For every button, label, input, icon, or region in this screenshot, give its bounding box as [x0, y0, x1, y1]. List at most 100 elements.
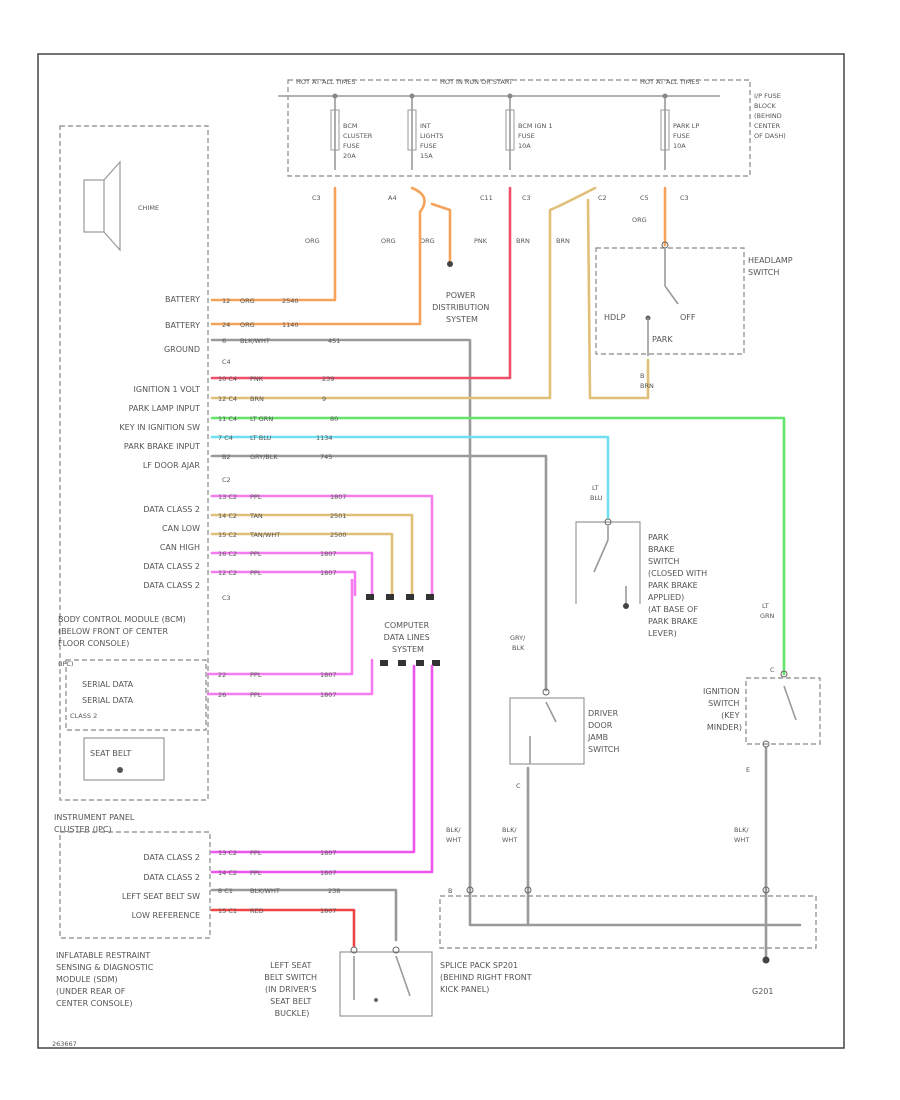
svg-text:14 C2: 14 C2: [218, 869, 237, 877]
wire-color-wht: WHT: [446, 836, 461, 844]
splice-connector: [416, 660, 424, 666]
svg-text:DATA CLASS 2: DATA CLASS 2: [143, 853, 200, 862]
off-label: OFF: [680, 313, 696, 322]
wire-color-blu: BLU: [590, 494, 603, 502]
svg-text:C: C: [516, 782, 521, 790]
headlamp-pin-b: B: [640, 372, 644, 380]
splice-connector: [398, 660, 406, 666]
wire-battery-1: [210, 186, 337, 302]
switch-blade: [395, 955, 411, 997]
indicator-lamp-icon: [117, 767, 123, 773]
svg-text:2501: 2501: [330, 512, 347, 520]
fuse-block-title: I/P FUSE BLOCK (BEHIND CENTER OF DASH): [754, 92, 786, 140]
ground-point: [623, 603, 629, 609]
wire-key-in-ignition: [210, 416, 786, 676]
fuse-symbol: [330, 109, 340, 151]
wire-color-lt-2: LT: [762, 602, 769, 610]
connector-c11: C11: [480, 194, 493, 202]
svg-text:1807: 1807: [320, 907, 337, 915]
wire-color-grn: GRN: [760, 612, 775, 620]
connector-c3c: C3: [680, 194, 689, 202]
wire-can-low: [210, 513, 414, 597]
power-distribution-label: POWER DISTRIBUTION SYSTEM: [432, 291, 492, 324]
svg-text:15 C2: 15 C2: [218, 531, 237, 539]
svg-text:B2: B2: [222, 453, 231, 461]
fuse-block: HOT AT ALL TIMES HOT IN RUN OR START HOT…: [278, 78, 786, 202]
wire-ignition-1: [210, 186, 512, 380]
wire-park-brake-input: [210, 435, 610, 520]
seat-belt-switch-box: [339, 951, 433, 1017]
switch-blade: [783, 685, 797, 721]
connector-dot: [447, 261, 453, 267]
svg-text:11 C4: 11 C4: [218, 415, 237, 423]
svg-text:1807: 1807: [320, 569, 337, 577]
svg-text:6: 6: [222, 337, 226, 345]
svg-text:238: 238: [328, 887, 340, 895]
wire-ipc-data-class-2a: [210, 664, 416, 854]
svg-text:1807: 1807: [320, 849, 337, 857]
bcm-pin-park-brake: PARK BRAKE INPUT: [124, 442, 200, 451]
bcm-connector-c3: C3: [222, 594, 231, 602]
svg-text:14 C2: 14 C2: [218, 512, 237, 520]
svg-text:PNK: PNK: [250, 375, 264, 383]
wire-color-blk-wht: BLK/: [734, 826, 749, 834]
splice-connector: [426, 594, 434, 600]
svg-text:15 C1: 15 C1: [218, 907, 237, 915]
bcm-pin-battery-2: BATTERY: [165, 321, 200, 330]
splice-connector: [386, 594, 394, 600]
hot-all-label-2: HOT AT ALL TIMES: [640, 78, 700, 86]
bcm-pin-data-class-2a: DATA CLASS 2: [143, 505, 200, 514]
wire-color-lt: LT: [592, 484, 599, 492]
wire-park-lamp-input: [210, 186, 597, 400]
svg-text:10 C4: 10 C4: [218, 375, 237, 383]
switch-blade: [545, 701, 557, 723]
bcm-box: [59, 125, 209, 801]
wire-color-org3: ORG: [420, 237, 435, 245]
connector-c2: C2: [598, 194, 607, 202]
bcm-pin-battery-1: BATTERY: [165, 295, 200, 304]
bcm-pin-ignition: IGNITION 1 VOLT: [134, 385, 201, 394]
computer-data-lines-label: COMPUTER DATA LINES SYSTEM: [384, 621, 433, 654]
svg-text:PPL: PPL: [250, 691, 262, 699]
svg-text:451: 451: [328, 337, 340, 345]
fuse-label: BCM IGN 1 FUSE 10A: [518, 122, 555, 150]
diagram-footer-id: 263667: [52, 1040, 77, 1048]
park-brake-switch-label: PARK BRAKE SWITCH (CLOSED WITH PARK BRAK…: [648, 533, 710, 638]
svg-text:16 C2: 16 C2: [218, 550, 237, 558]
bcm-title: BODY CONTROL MODULE (BCM) (BELOW FRONT O…: [58, 615, 188, 648]
wire-headlamp-park: [586, 198, 650, 400]
switch-blade: [664, 285, 679, 305]
wire-can-high: [210, 532, 394, 597]
svg-text:LT BLU: LT BLU: [250, 434, 272, 442]
fuse-block-box: [287, 79, 751, 177]
svg-text:2500: 2500: [330, 531, 347, 539]
svg-text:GRY/BLK: GRY/BLK: [250, 453, 278, 461]
svg-text:2540: 2540: [282, 297, 299, 305]
wire-left-seat-belt-sw: [210, 888, 398, 942]
wire-color-wht: WHT: [502, 836, 517, 844]
svg-text:1807: 1807: [320, 691, 337, 699]
splice-pack-label: SPLICE PACK SP201 (BEHIND RIGHT FRONT KI…: [440, 961, 534, 994]
fuse-label: PARK LP FUSE 10A: [673, 122, 701, 150]
door-switch-box: [509, 697, 585, 765]
svg-text:26: 26: [218, 691, 226, 699]
svg-text:E: E: [746, 766, 750, 774]
svg-text:PPL: PPL: [250, 569, 262, 577]
svg-text:LOW REFERENCE: LOW REFERENCE: [132, 911, 200, 920]
park-label: PARK: [652, 335, 673, 344]
ipc: INSTRUMENT PANEL CLUSTER (IPC) DATA CLAS…: [54, 813, 340, 939]
wire-battery-2: [210, 186, 426, 326]
bcm-pin-data-class-2c: DATA CLASS 2: [143, 581, 200, 590]
ipc-title: INSTRUMENT PANEL CLUSTER (IPC): [54, 813, 137, 834]
svg-text:1140: 1140: [282, 321, 299, 329]
seat-belt-indicator-box: [83, 737, 165, 781]
hot-all-label: HOT AT ALL TIMES: [296, 78, 356, 86]
wire-serial-data-2: [206, 658, 374, 696]
fuse-bcm-cluster: BCM CLUSTER FUSE 20A: [330, 93, 373, 170]
park-brake-switch: LT BLU PARK BRAKE SWITCH (CLOSED WITH PA…: [575, 484, 710, 638]
ignition-switch: C E IGNITION SWITCH (KEY MINDER): [703, 666, 821, 774]
driver-door-jamb-switch: GRY/ BLK C DRIVER DOOR JAMB SWITCH: [509, 634, 619, 790]
svg-text:1807: 1807: [330, 493, 347, 501]
connector-c3: C3: [312, 194, 321, 202]
